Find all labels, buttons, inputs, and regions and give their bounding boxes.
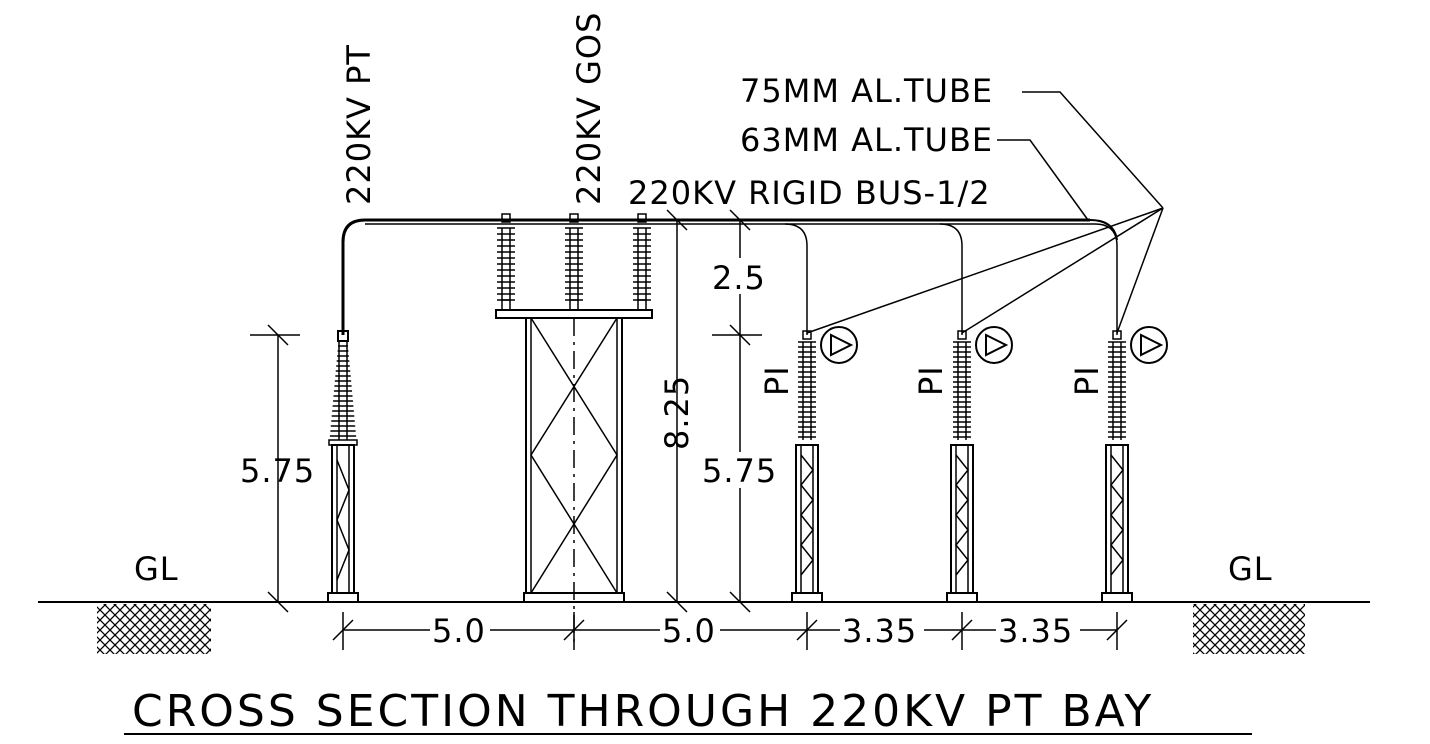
gos-assembly bbox=[495, 213, 653, 648]
pt-assembly bbox=[327, 330, 359, 603]
play-marker-3 bbox=[1130, 326, 1168, 364]
earth-hatch-left bbox=[97, 604, 211, 654]
drawing-title: CROSS SECTION THROUGH 220KV PT BAY bbox=[132, 686, 1154, 737]
dim-pt-height bbox=[250, 324, 300, 613]
gos-insulator-2 bbox=[565, 227, 583, 301]
pt-insulator bbox=[328, 342, 358, 446]
rigid-bus-label: 220KV RIGID BUS-1/2 bbox=[628, 174, 991, 212]
play-marker-1 bbox=[820, 326, 858, 364]
pi-label-1: PI bbox=[758, 365, 796, 396]
pi-unit-3 bbox=[1101, 330, 1133, 603]
gl-label-left: GL bbox=[134, 550, 179, 588]
gos-insulators bbox=[497, 213, 651, 311]
dim-spacing-2: 5.0 bbox=[662, 612, 716, 650]
pi-units bbox=[791, 330, 1133, 603]
gos-insulator-1 bbox=[497, 227, 515, 301]
bus-leader-lines bbox=[806, 91, 1164, 334]
pi-label-2: PI bbox=[912, 365, 950, 396]
pi-label-3: PI bbox=[1068, 365, 1106, 396]
dim-mask-1 bbox=[430, 614, 490, 646]
pi-insulator-3 bbox=[1108, 341, 1126, 440]
dim-clearance-mask bbox=[712, 258, 768, 294]
pi-insulator-1 bbox=[798, 341, 816, 440]
dim-spacing-1: 5.0 bbox=[432, 612, 486, 650]
pt-label: 220KV PT bbox=[340, 44, 378, 205]
play-marker-2 bbox=[975, 326, 1013, 364]
dim-mask-4 bbox=[996, 614, 1080, 646]
gos-insulator-3 bbox=[633, 227, 651, 301]
earth-hatch-right bbox=[1193, 604, 1305, 654]
dim-bus-height-value: 8.25 bbox=[658, 375, 696, 450]
dim-pi-height-mask bbox=[704, 452, 778, 488]
dim-pi-height-value: 5.75 bbox=[702, 452, 777, 490]
dim-clearance-value: 2.5 bbox=[712, 259, 766, 297]
gl-label-right: GL bbox=[1228, 550, 1273, 588]
rigid-bus bbox=[341, 218, 1118, 335]
dim-mask-3 bbox=[840, 614, 924, 646]
tube-63-label: 63MM AL.TUBE bbox=[740, 121, 993, 159]
dim-spacing-3: 3.35 bbox=[842, 612, 917, 650]
dim-pt-height-value: 5.75 bbox=[240, 452, 315, 490]
pi-unit-1 bbox=[791, 330, 823, 603]
dim-spacing-4: 3.35 bbox=[998, 612, 1073, 650]
gos-label: 220KV GOS bbox=[570, 12, 608, 205]
pi-unit-2 bbox=[946, 330, 978, 603]
dim-bus-height bbox=[666, 209, 688, 613]
dim-mask-2 bbox=[660, 614, 720, 646]
pi-insulator-2 bbox=[953, 341, 971, 440]
tube-75-label: 75MM AL.TUBE bbox=[740, 72, 993, 110]
